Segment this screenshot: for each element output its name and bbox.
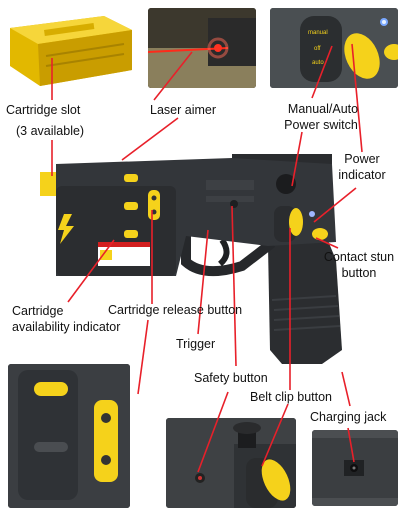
cartridge-photo (4, 6, 136, 88)
label-belt-clip-button: Belt clip button (250, 390, 332, 404)
label-contact-stun-line2: button (341, 266, 377, 280)
power-switch-photo: manual off auto (270, 8, 398, 88)
label-contact-stun-line1: Contact stun (323, 250, 395, 264)
label-charging-jack: Charging jack (310, 410, 387, 424)
label-cartridge-slot-note: (3 available) (16, 124, 85, 138)
label-safety-button: Safety button (194, 371, 268, 385)
label-cartridge-slot: Cartridge slot (6, 103, 81, 117)
switch-text-off: off (314, 46, 321, 52)
label-manual-auto-line1: Manual/Auto (287, 102, 359, 116)
switch-text-manual: manual (308, 30, 328, 36)
label-laser-aimer: Laser aimer (150, 103, 216, 117)
label-trigger: Trigger (176, 337, 216, 351)
charging-jack-photo (312, 430, 398, 506)
cartridge-indicator-photo (8, 364, 130, 508)
switch-text-auto: auto (312, 60, 324, 66)
label-cartridge-availability-line1: Cartridge (12, 304, 64, 318)
laser-aimer-photo (148, 8, 256, 88)
label-power-indicator-line1: Power (344, 152, 380, 166)
label-cartridge-release: Cartridge release button (108, 303, 243, 317)
label-power-indicator-line2: indicator (338, 168, 386, 182)
label-manual-auto-line2: Power switch (284, 118, 358, 132)
label-cartridge-availability-line2: availability indicator (12, 320, 121, 334)
belt-clip-photo (166, 418, 296, 508)
stun-gun-device (36, 150, 348, 370)
